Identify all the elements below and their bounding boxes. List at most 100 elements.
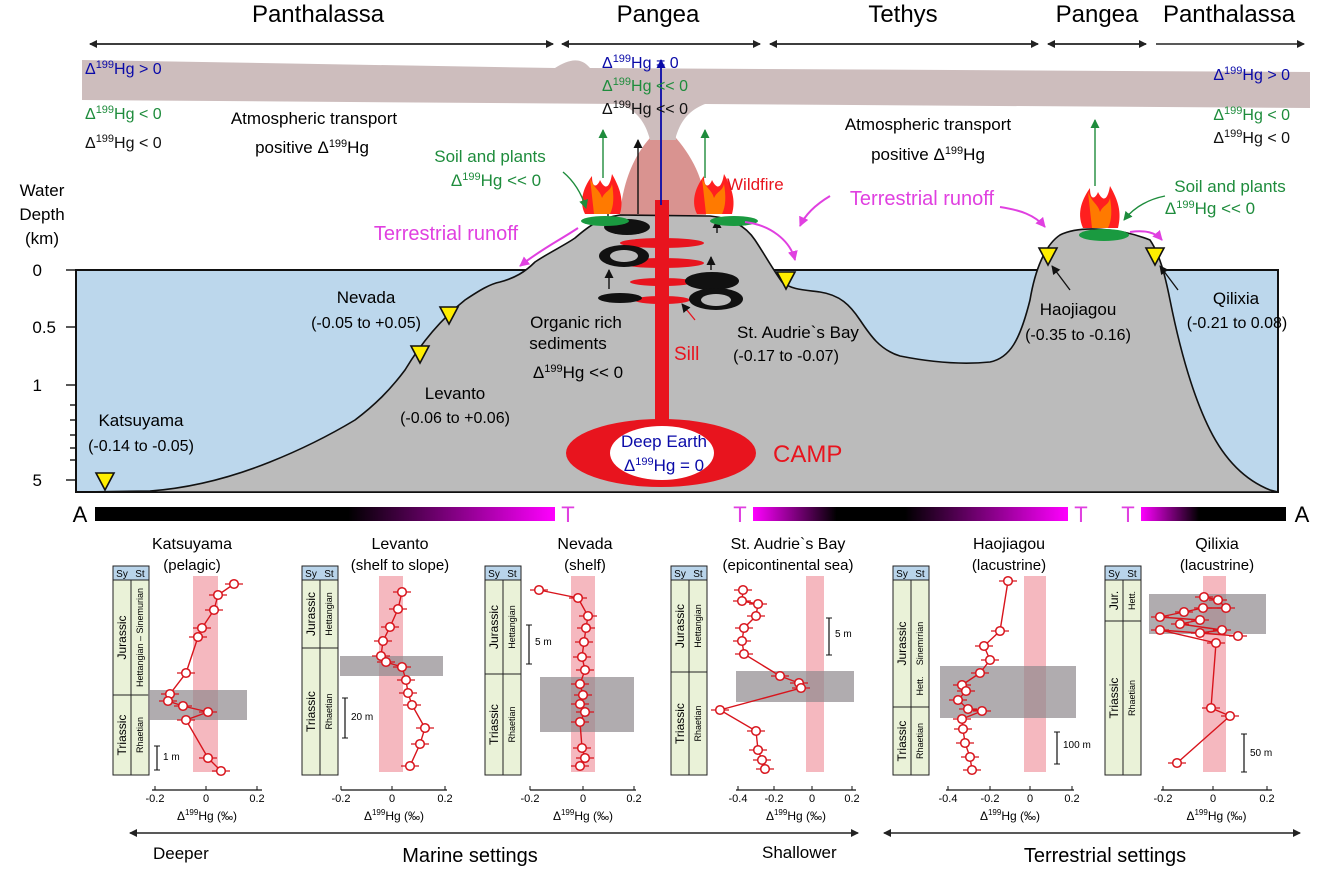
positive-right: positive Δ199Hg <box>871 145 985 164</box>
data-point-nevada <box>533 584 545 596</box>
data-point-levanto <box>384 621 396 633</box>
transect-t4: T <box>1121 502 1134 527</box>
col-header-sy: Sy <box>305 569 317 580</box>
transect-t2: T <box>733 502 746 527</box>
water-label-3: (km) <box>25 229 59 248</box>
hg-neg-left-black: Δ199Hg < 0 <box>85 133 162 152</box>
soil-plants-right: Soil and plants <box>1174 177 1286 196</box>
tick-label-st-audrie-s-bay: -0.4 <box>729 793 748 805</box>
data-point-qilixia <box>1154 624 1166 636</box>
data-point-nevada <box>574 678 586 690</box>
stage-lower-nevada: Rhaetian <box>507 706 517 742</box>
scale-label-haojiagou: 100 m <box>1063 740 1091 751</box>
panel-setting-st-audrie-s-bay: (epicontinental sea) <box>723 557 854 574</box>
data-point-haojiagou <box>974 667 986 679</box>
data-point-katsuyama <box>192 631 204 643</box>
data-point-nevada <box>582 610 594 622</box>
data-point-katsuyama <box>177 700 189 712</box>
panel-title-haojiagou: Haojiagou <box>973 536 1045 553</box>
data-point-haojiagou <box>964 751 976 763</box>
tick-label-nevada: 0 <box>580 793 586 805</box>
data-point-st-audrie-s-bay <box>795 682 807 694</box>
strat-lower-st-audrie-s-bay: Triassic <box>673 703 687 744</box>
soil-hg-right: Δ199Hg << 0 <box>1165 199 1255 218</box>
data-point-qilixia <box>1205 702 1217 714</box>
data-point-haojiagou <box>962 703 974 715</box>
tick-label-katsuyama: 0.2 <box>249 793 264 805</box>
data-point-katsuyama <box>215 765 227 777</box>
panel-setting-haojiagou: (lacustrine) <box>972 557 1046 574</box>
depth-axis <box>66 269 76 481</box>
tick-label-katsuyama: -0.2 <box>146 793 165 805</box>
data-point-katsuyama <box>180 714 192 726</box>
strat-lower-nevada: Triassic <box>487 704 501 745</box>
strat-lower-levanto: Triassic <box>304 691 318 732</box>
region-pangea-right: Pangea <box>1056 1 1139 28</box>
data-point-qilixia <box>1198 591 1210 603</box>
region-pangea-center: Pangea <box>617 1 700 28</box>
data-point-katsuyama <box>212 589 224 601</box>
data-point-qilixia <box>1178 606 1190 618</box>
transect-a-right: A <box>1295 502 1310 527</box>
tick-label-levanto: 0.2 <box>437 793 452 805</box>
data-point-levanto <box>414 738 426 750</box>
deep-earth-hg: Δ199Hg = 0 <box>624 456 704 475</box>
data-point-katsuyama <box>208 604 220 616</box>
data-point-haojiagou <box>957 723 969 735</box>
stage-upper-haojiagou: Sinemrrian <box>915 622 925 666</box>
panel-setting-qilixia: (lacustrine) <box>1180 557 1254 574</box>
data-point-qilixia <box>1194 614 1206 626</box>
stage-lower-st-audrie-s-bay: Rhaetian <box>693 705 703 741</box>
site-name-st-audries-bay: St. Audrie`s Bay <box>737 323 859 342</box>
stage-upper-st-audrie-s-bay: Hettangian <box>693 604 703 648</box>
depth-tick-0.5: 0.5 <box>32 318 56 337</box>
data-point-qilixia <box>1210 637 1222 649</box>
data-point-st-audrie-s-bay <box>714 704 726 716</box>
data-point-nevada <box>578 636 590 648</box>
transect-t3: T <box>1074 502 1087 527</box>
tick-label-haojiagou: 0.2 <box>1064 793 1079 805</box>
panel-setting-levanto: (shelf to slope) <box>351 557 449 574</box>
upper-annotations: Δ199Hg > 0 Δ199Hg < 0 Δ199Hg < 0 Atmosph… <box>85 53 1290 475</box>
tick-label-katsuyama: 0 <box>203 793 209 805</box>
strat-upper-katsuyama: Jurassic <box>115 615 129 659</box>
data-point-nevada <box>576 742 588 754</box>
data-point-qilixia <box>1232 630 1244 642</box>
camp-label: CAMP <box>773 441 842 468</box>
atmosphere-band <box>82 60 1310 140</box>
data-point-nevada <box>579 664 591 676</box>
data-point-levanto <box>396 661 408 673</box>
deeper-label: Deeper <box>153 844 209 863</box>
stage-upper-qilixia: Hett. <box>1127 591 1137 610</box>
data-point-qilixia <box>1154 611 1166 623</box>
tick-label-nevada: -0.2 <box>521 793 540 805</box>
data-point-st-audrie-s-bay <box>752 744 764 756</box>
atm-transport-right: Atmospheric transport <box>845 115 1012 134</box>
water-label-2: Depth <box>19 205 64 224</box>
panel-title-katsuyama: Katsuyama <box>152 536 232 553</box>
data-point-nevada <box>574 760 586 772</box>
hg-center-blue: Δ199Hg = 0 <box>602 53 679 72</box>
panel-title-nevada: Nevada <box>557 536 612 553</box>
site-name-qilixia: Qilixia <box>1213 289 1260 308</box>
tick-label-nevada: 0.2 <box>626 793 641 805</box>
site-range-nevada: (-0.05 to +0.05) <box>311 315 421 332</box>
hg-neg-right-black: Δ199Hg < 0 <box>1213 128 1290 147</box>
site-name-nevada: Nevada <box>337 288 396 307</box>
data-point-st-audrie-s-bay <box>756 754 768 766</box>
positive-left: positive Δ199Hg <box>255 138 369 157</box>
data-point-haojiagou <box>984 654 996 666</box>
data-point-st-audrie-s-bay <box>737 584 749 596</box>
hg-center-black: Δ199Hg << 0 <box>602 99 688 118</box>
data-point-levanto <box>419 722 431 734</box>
data-point-st-audrie-s-bay <box>752 598 764 610</box>
data-point-st-audrie-s-bay <box>736 635 748 647</box>
data-point-haojiagou <box>994 625 1006 637</box>
data-point-haojiagou <box>978 640 990 652</box>
data-point-katsuyama <box>202 752 214 764</box>
site-name-levanto: Levanto <box>425 384 486 403</box>
sill-label: Sill <box>674 344 699 365</box>
data-point-qilixia <box>1174 618 1186 630</box>
site-markers <box>94 247 1166 492</box>
